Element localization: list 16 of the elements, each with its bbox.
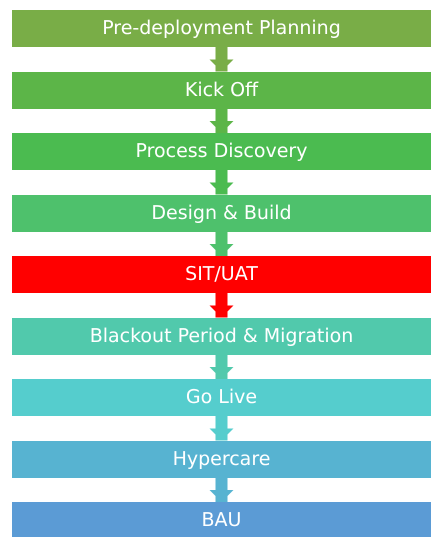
arrow: [210, 478, 234, 502]
stage-box: BAU: [12, 502, 431, 537]
stage-box: Design & Build: [12, 194, 431, 232]
stage-box: SIT/UAT: [12, 256, 431, 293]
stage-box: Blackout Period & Migration: [12, 318, 431, 354]
arrow: [210, 108, 234, 133]
arrow: [210, 170, 234, 194]
stage-box: Pre-deployment Planning: [12, 10, 431, 47]
stage-box: Process Discovery: [12, 133, 431, 170]
stage-box: Kick Off: [12, 72, 431, 108]
stage-box: Go Live: [12, 379, 431, 416]
arrow: [210, 232, 234, 256]
arrow: [210, 47, 234, 72]
arrow: [210, 293, 234, 318]
stage-box: Hypercare: [12, 440, 431, 478]
arrow: [210, 354, 234, 379]
